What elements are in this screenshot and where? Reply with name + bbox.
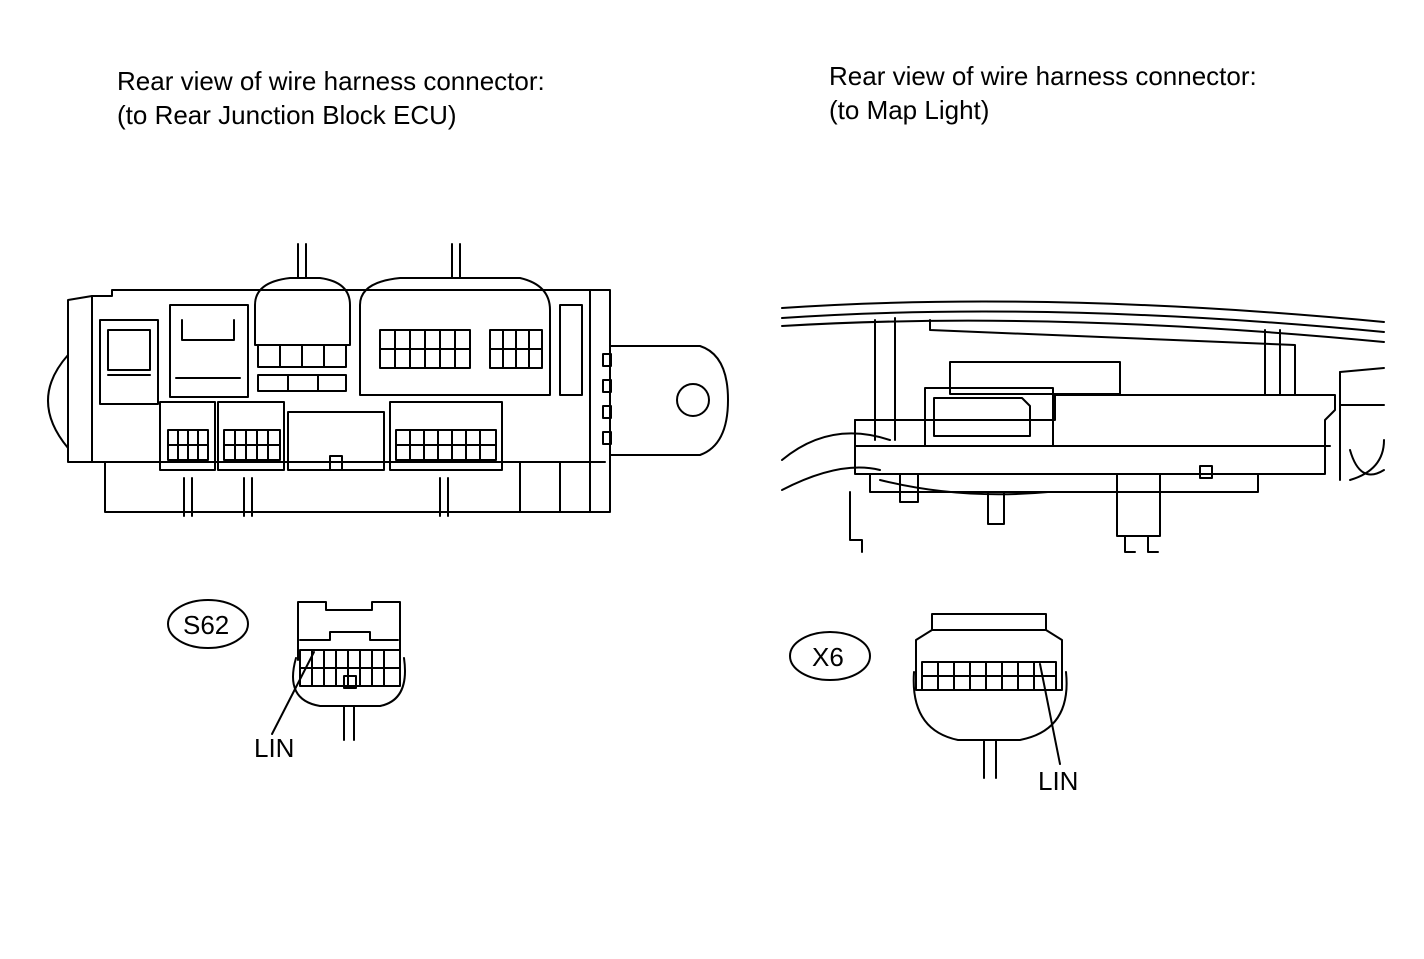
x6-connector-id: X6 (812, 642, 844, 672)
x6-badge-outline (790, 632, 870, 680)
right-caption-line2: (to Map Light) (829, 95, 990, 125)
s62-badge-outline (168, 600, 248, 648)
right-caption-line1: Rear view of wire harness connector: (829, 61, 1257, 91)
left-caption: Rear view of wire harness connector: (to… (117, 64, 545, 132)
s62-connector-id: S62 (183, 610, 230, 640)
right-caption: Rear view of wire harness connector: (to… (829, 59, 1257, 127)
left-caption-line1: Rear view of wire harness connector: (117, 66, 545, 96)
x6-lin-label: LIN (1038, 766, 1079, 796)
s62-connector-drawing (168, 600, 405, 740)
x6-lin-leader-line (1040, 664, 1060, 764)
x6-connector-drawing (790, 614, 1067, 778)
left-caption-line2: (to Rear Junction Block ECU) (117, 100, 457, 130)
s62-lin-label: LIN (254, 733, 295, 763)
junction-block-ecu-drawing (48, 244, 728, 516)
map-light-assembly-drawing (782, 302, 1384, 552)
s62-lin-leader-line (272, 652, 314, 734)
